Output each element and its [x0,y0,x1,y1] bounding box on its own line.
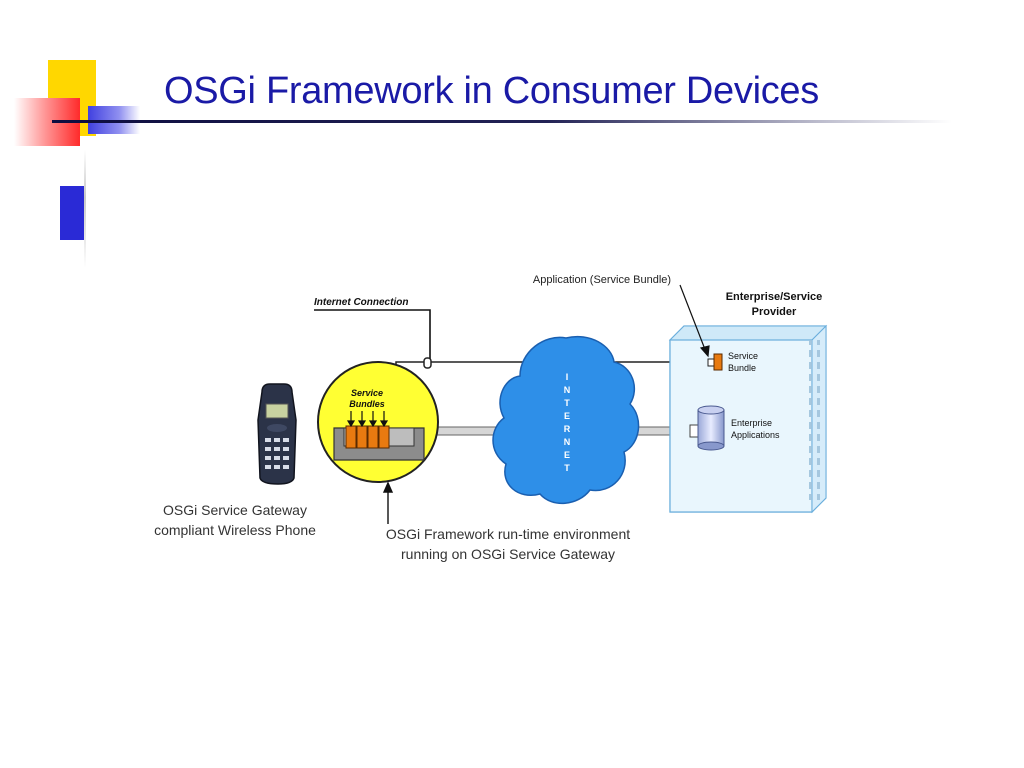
phone-caption-line2: compliant Wireless Phone [154,522,316,538]
framework-caption-line2: running on OSGi Service Gateway [401,546,615,562]
service-gateway: Service Bundles [317,361,439,483]
enterprise-apps-label-2: Applications [731,430,780,440]
internet-letter: E [564,450,570,460]
enterprise-apps-label-1: Enterprise [731,418,772,428]
internet-letter: T [564,463,570,473]
internet-letter: N [564,437,571,447]
provider-service-bundle-label-2: Bundle [728,363,756,373]
provider-service-bundle-icon [707,353,723,371]
internet-letters: I N T E R N E T [564,372,571,473]
internet-connection-line [314,309,431,362]
provider-label-1: Enterprise/Service [726,291,823,303]
mobile-phone-icon [257,383,297,485]
internet-cloud [492,335,640,505]
provider-service-bundle-label-1: Service [728,351,758,361]
application-label: Application (Service Bundle) [533,274,671,286]
framework-caption-arrow [382,481,394,524]
provider-label-2: Provider [752,306,797,318]
deco-vertical-line [84,150,86,268]
gateway-bundles-label-1: Service [351,388,383,398]
gateway-bundles-icon [345,425,390,449]
provider-building [668,324,828,514]
internet-letter: T [564,398,570,408]
title-underline [52,120,952,123]
deco-blue-square [60,186,86,240]
application-callout-arrow [679,284,710,358]
internet-letter: E [564,411,570,421]
internet-letter: N [564,385,571,395]
database-icon [689,405,725,451]
page-title: OSGi Framework in Consumer Devices [164,70,819,112]
framework-caption-line1: OSGi Framework run-time environment [385,526,631,542]
framework-caption: OSGi Framework run-time environment runn… [352,524,664,564]
internet-connection-label: Internet Connection [314,297,408,308]
phone-caption-line1: OSGi Service Gateway [163,502,307,518]
gateway-bundles-label-2: Bundles [349,399,385,409]
internet-letter: I [566,372,569,382]
internet-letter: R [564,424,571,434]
phone-caption: OSGi Service Gateway compliant Wireless … [130,500,340,540]
